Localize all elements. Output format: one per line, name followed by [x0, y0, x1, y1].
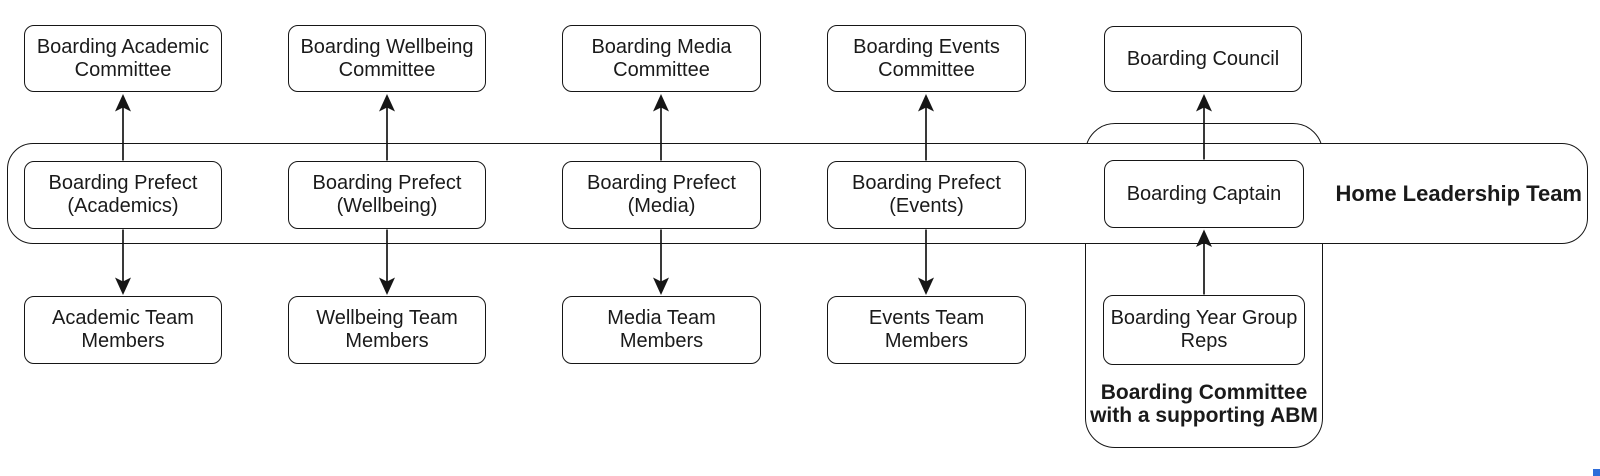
boarding-committee-label-line1: Boarding Committee — [1100, 381, 1308, 404]
node-boarding-council: Boarding Council — [1104, 26, 1302, 92]
node-boarding-prefect-academics: Boarding Prefect (Academics) — [24, 161, 222, 229]
node-boarding-prefect-events: Boarding Prefect (Events) — [827, 161, 1026, 229]
corner-resize-handle[interactable] — [1593, 469, 1600, 476]
node-boarding-events-committee: Boarding Events Committee — [827, 25, 1026, 92]
node-boarding-media-committee: Boarding Media Committee — [562, 25, 761, 92]
node-boarding-prefect-wellbeing: Boarding Prefect (Wellbeing) — [288, 161, 486, 229]
home-leadership-team-label: Home Leadership Team — [1335, 180, 1582, 206]
node-boarding-wellbeing-committee: Boarding Wellbeing Committee — [288, 25, 486, 92]
node-wellbeing-team-members: Wellbeing Team Members — [288, 296, 486, 364]
node-boarding-prefect-media: Boarding Prefect (Media) — [562, 161, 761, 229]
boarding-committee-label-line2: with a supporting ABM — [1090, 404, 1318, 427]
boarding-committee-label: Boarding Committee with a supporting ABM — [1077, 381, 1331, 427]
node-media-team-members: Media Team Members — [562, 296, 761, 364]
home-leadership-team-container — [7, 143, 1588, 244]
node-academic-team-members: Academic Team Members — [24, 296, 222, 364]
node-boarding-year-group-reps: Boarding Year Group Reps — [1103, 295, 1305, 365]
node-boarding-academic-committee: Boarding Academic Committee — [24, 25, 222, 92]
node-events-team-members: Events Team Members — [827, 296, 1026, 364]
node-boarding-captain: Boarding Captain — [1104, 160, 1304, 228]
